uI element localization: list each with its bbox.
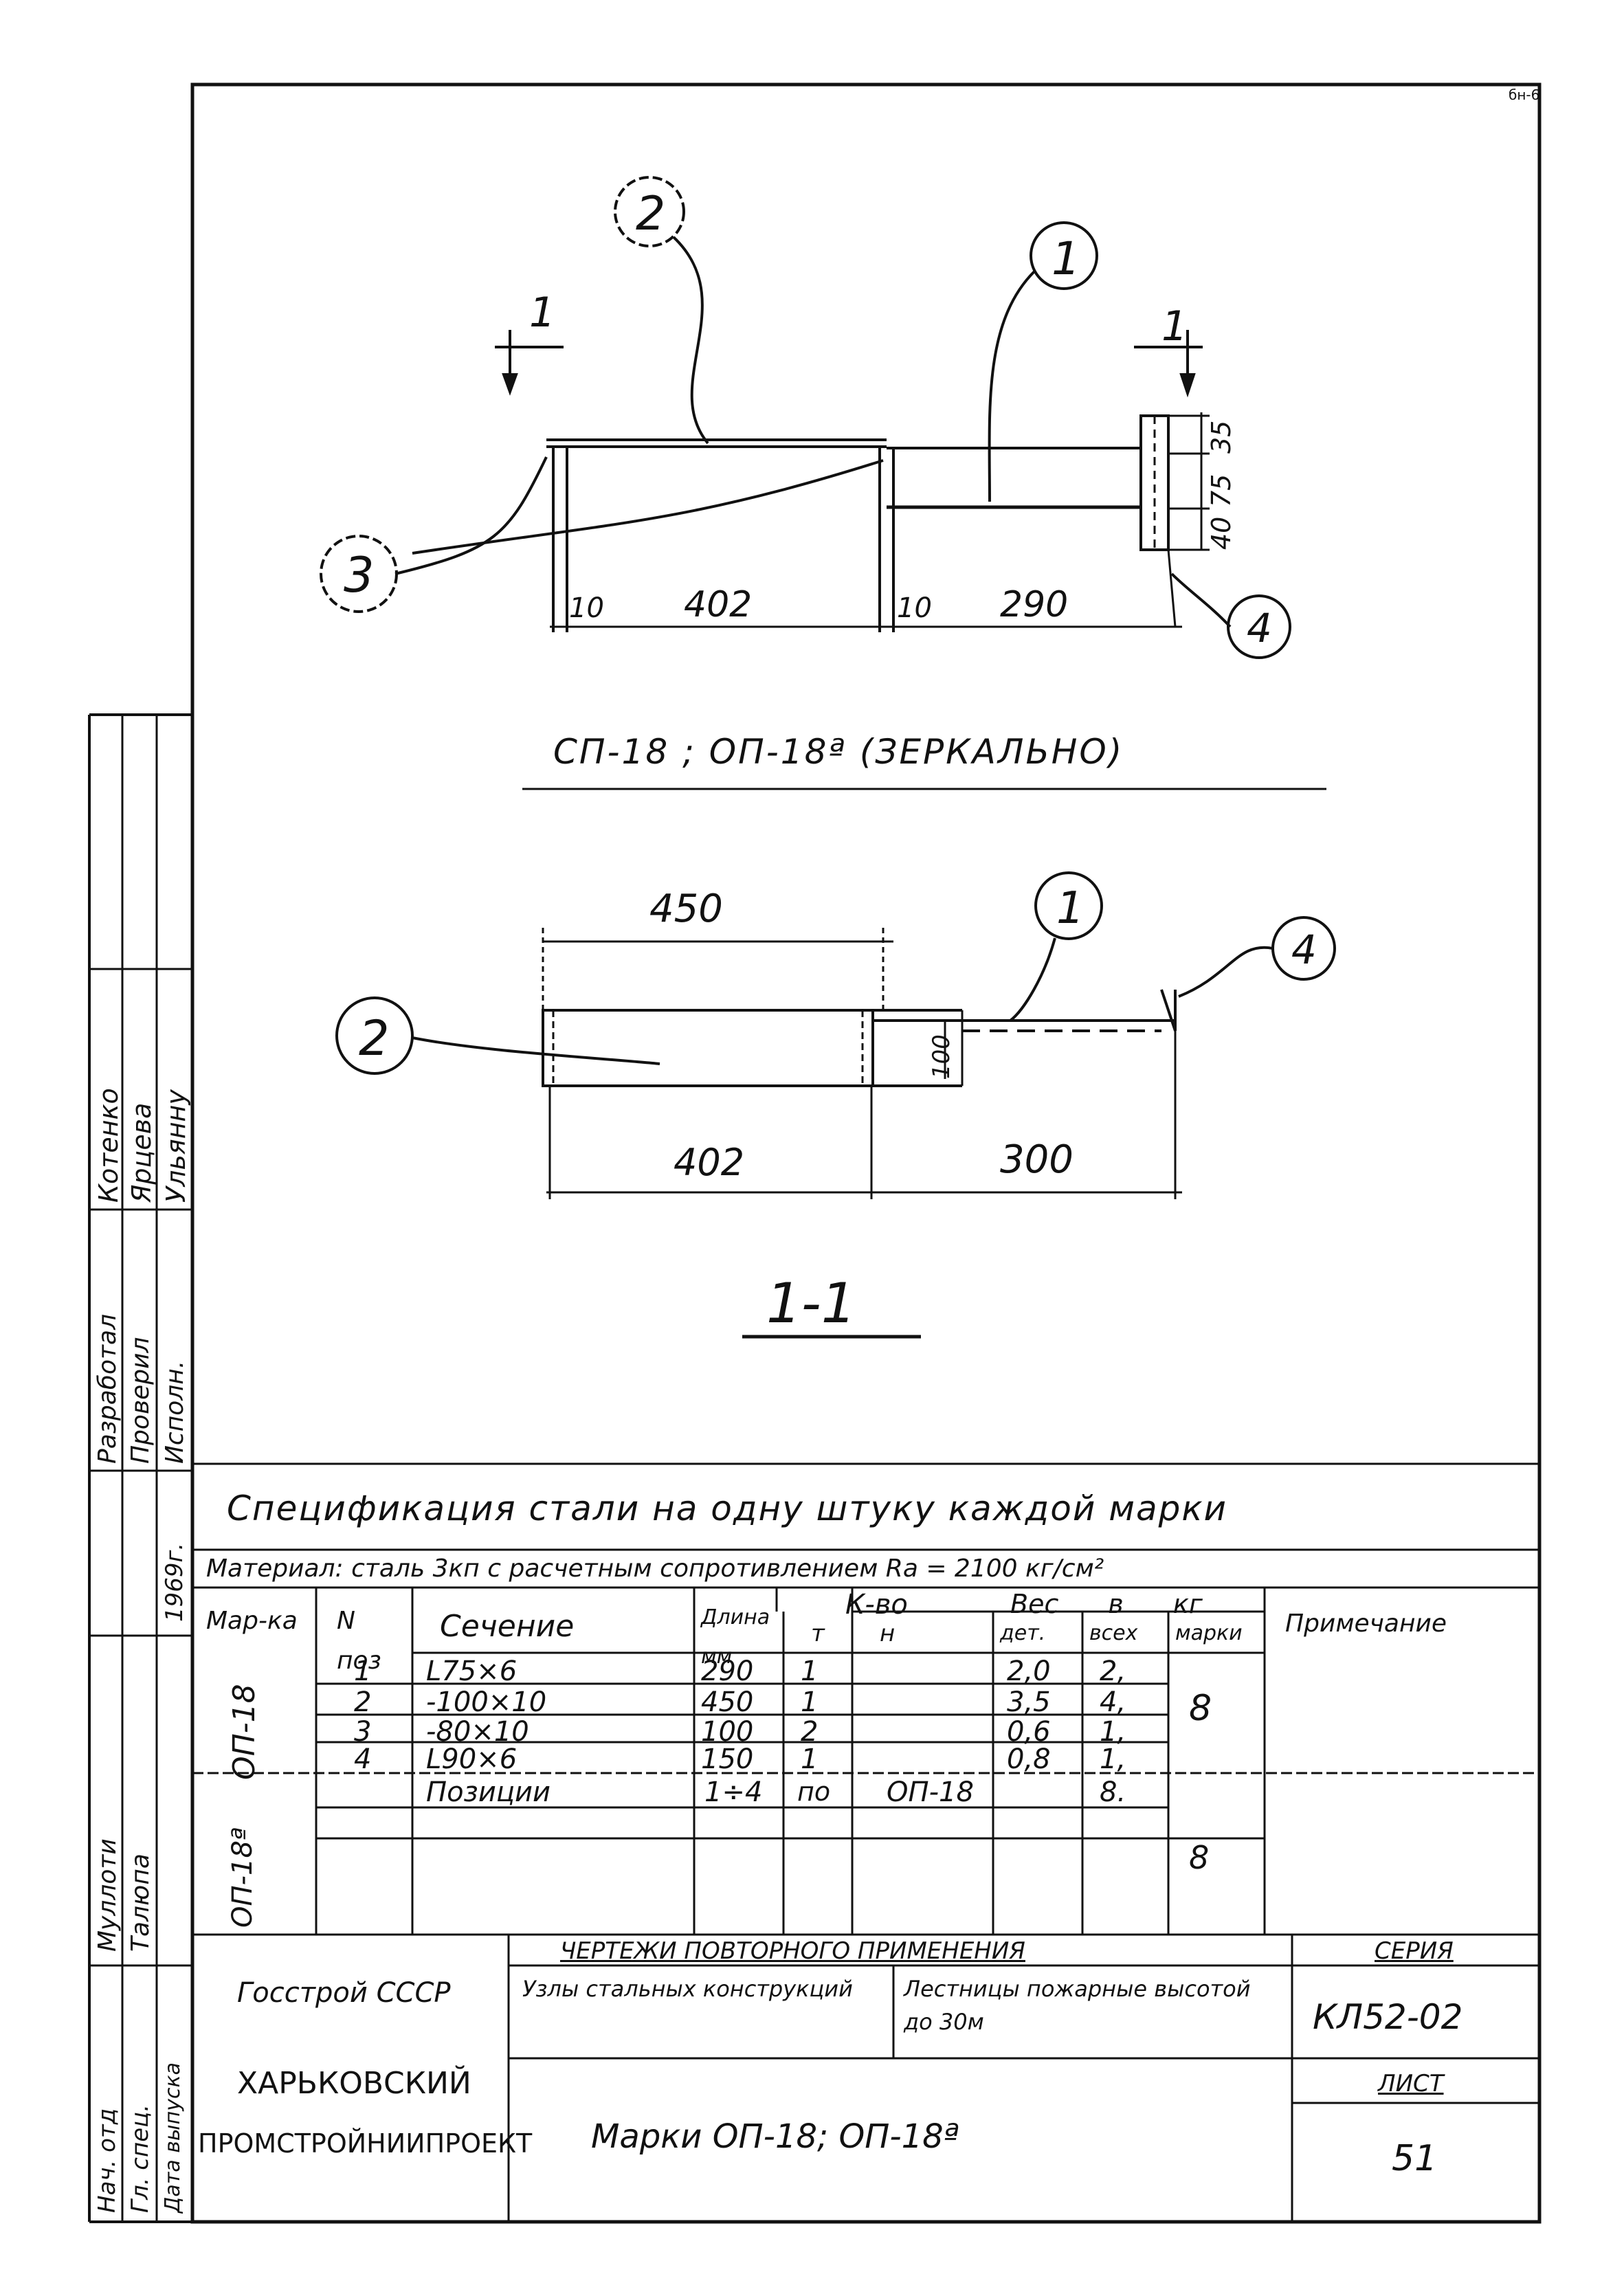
mark-a-weight: 8 bbox=[1189, 1688, 1212, 1729]
stamp-role-nach: Нач. отд bbox=[93, 2108, 121, 2213]
dim-300: 300 bbox=[1000, 1137, 1074, 1182]
hdr-section: Сечение bbox=[440, 1609, 575, 1644]
row-length: 150 bbox=[701, 1744, 754, 1775]
row-pos: 4 bbox=[354, 1744, 372, 1775]
row-det: 0,6 bbox=[1007, 1716, 1051, 1748]
mark-op18a: ОП-18ª bbox=[227, 1827, 258, 1928]
tb-series-value: КЛ52-02 bbox=[1313, 1997, 1463, 2037]
dim-402-section: 402 bbox=[674, 1141, 745, 1184]
stamp-date: 1969г. bbox=[161, 1542, 188, 1622]
tb-sheet-label: ЛИСТ bbox=[1378, 2070, 1444, 2097]
callout-1-top: 1 bbox=[1052, 232, 1080, 285]
row-all: 1, bbox=[1100, 1716, 1126, 1748]
org-institute: ПРОМСТРОЙНИИПРОЕКТ bbox=[198, 2128, 533, 2159]
tb-subject-2: Лестницы пожарные высотой до 30м bbox=[904, 1976, 1251, 2035]
dim-100: 100 bbox=[928, 1034, 955, 1079]
row-det: 3,5 bbox=[1007, 1686, 1051, 1718]
tb-sheet-value: 51 bbox=[1392, 2138, 1438, 2179]
dim-450: 450 bbox=[649, 887, 723, 931]
tb-series-label: СЕРИЯ bbox=[1375, 1937, 1454, 1965]
stamp-role-gl: Гл. спец. bbox=[126, 2104, 154, 2213]
hdr-qty-t: т bbox=[811, 1620, 825, 1647]
row-length: 290 bbox=[701, 1656, 754, 1687]
hdr-note: Примечание bbox=[1285, 1610, 1447, 1638]
positions-ref: ОП-18 bbox=[887, 1777, 974, 1808]
row-det: 2,0 bbox=[1007, 1656, 1051, 1687]
stamp-name-1: Муллоти bbox=[93, 1838, 122, 1952]
mark-b-weight: 8 bbox=[1189, 1839, 1210, 1876]
tb-subject-1: Узлы стальных конструкций bbox=[522, 1976, 853, 2002]
org-kharkov: ХАРЬКОВСКИЙ bbox=[237, 2066, 471, 2101]
hdr-qty-n: н bbox=[880, 1620, 896, 1647]
row-t: 1 bbox=[801, 1656, 819, 1687]
positions-po: по bbox=[797, 1777, 831, 1807]
hdr-pos: N поз bbox=[337, 1607, 381, 1675]
tb-header: ЧЕРТЕЖИ ПОВТОРНОГО ПРИМЕНЕНИЯ bbox=[560, 1937, 1025, 1965]
spec-title: Спецификация стали на одну штуку каждой … bbox=[227, 1489, 1228, 1528]
dim-40: 40 bbox=[1206, 516, 1236, 550]
positions-label: Позиции bbox=[426, 1777, 551, 1808]
dim-10-right: 10 bbox=[897, 592, 932, 624]
dim-10-left: 10 bbox=[569, 592, 604, 624]
hdr-marka: Мар-ка bbox=[206, 1607, 298, 1635]
hdr-qty: К-во bbox=[845, 1589, 908, 1621]
row-t: 1 bbox=[801, 1744, 819, 1775]
positions-all: 8. bbox=[1100, 1777, 1126, 1808]
stamp-name2-2: Ярцева bbox=[126, 1102, 157, 1203]
plan-caption: СП-18 ; ОП-18ª (ЗЕРКАЛЬНО) bbox=[553, 732, 1124, 772]
mark-op18: ОП-18 bbox=[227, 1684, 262, 1780]
callout-2-section: 2 bbox=[359, 1010, 390, 1067]
hdr-w-all: всех bbox=[1089, 1621, 1138, 1645]
callout-1-section: 1 bbox=[1056, 883, 1084, 934]
sheet-corner-mark: бн-6 bbox=[1509, 87, 1540, 103]
row-all: 1, bbox=[1100, 1744, 1126, 1775]
org-gosstroy: Госстрой СССР bbox=[237, 1977, 451, 2009]
stamp-role2-2: Проверил bbox=[126, 1337, 155, 1464]
stamp-name2-3: Ульянну bbox=[161, 1089, 191, 1203]
stamp-role-date: Дата выпуска bbox=[161, 2062, 185, 2213]
dim-35: 35 bbox=[1206, 420, 1236, 454]
callout-4-section: 4 bbox=[1291, 926, 1317, 973]
row-pos: 2 bbox=[354, 1686, 372, 1718]
row-t: 1 bbox=[801, 1686, 819, 1718]
section-mark-right: 1 bbox=[1161, 302, 1188, 350]
stamp-name-2: Талюпа bbox=[126, 1853, 155, 1952]
row-all: 2, bbox=[1100, 1656, 1126, 1687]
positions-range: 1÷4 bbox=[704, 1777, 763, 1808]
dim-75: 75 bbox=[1206, 474, 1236, 507]
hdr-weight: Вес в кг bbox=[1010, 1589, 1203, 1619]
row-pos: 1 bbox=[354, 1656, 372, 1687]
row-section: -100×10 bbox=[426, 1686, 547, 1718]
section-mark-left: 1 bbox=[529, 289, 556, 337]
row-section: -80×10 bbox=[426, 1716, 529, 1748]
row-det: 0,8 bbox=[1007, 1744, 1051, 1775]
dim-402: 402 bbox=[684, 584, 753, 625]
section-title: 1-1 bbox=[766, 1271, 856, 1335]
dim-290: 290 bbox=[1000, 584, 1069, 625]
row-all: 4, bbox=[1100, 1686, 1126, 1718]
hdr-w-mark: марки bbox=[1175, 1621, 1243, 1645]
row-section: L90×6 bbox=[426, 1744, 518, 1775]
row-length: 100 bbox=[701, 1716, 754, 1748]
stamp-name2-1: Котенко bbox=[93, 1088, 124, 1203]
tb-title: Марки ОП-18; ОП-18ª bbox=[591, 2117, 959, 2156]
stamp-role2-3: Исполн. bbox=[161, 1360, 189, 1464]
callout-2-top: 2 bbox=[636, 187, 666, 241]
row-t: 2 bbox=[801, 1716, 819, 1748]
row-section: L75×6 bbox=[426, 1656, 518, 1687]
spec-material: Материал: сталь 3кп с расчетным сопротив… bbox=[206, 1555, 1104, 1583]
hdr-length: Длина мм bbox=[701, 1605, 770, 1669]
row-length: 450 bbox=[701, 1686, 754, 1718]
hdr-w-det: дет. bbox=[1000, 1621, 1046, 1645]
stamp-role2-1: Разработал bbox=[93, 1313, 122, 1464]
callout-4-top: 4 bbox=[1247, 605, 1272, 651]
callout-3: 3 bbox=[344, 547, 375, 603]
row-pos: 3 bbox=[354, 1716, 372, 1748]
